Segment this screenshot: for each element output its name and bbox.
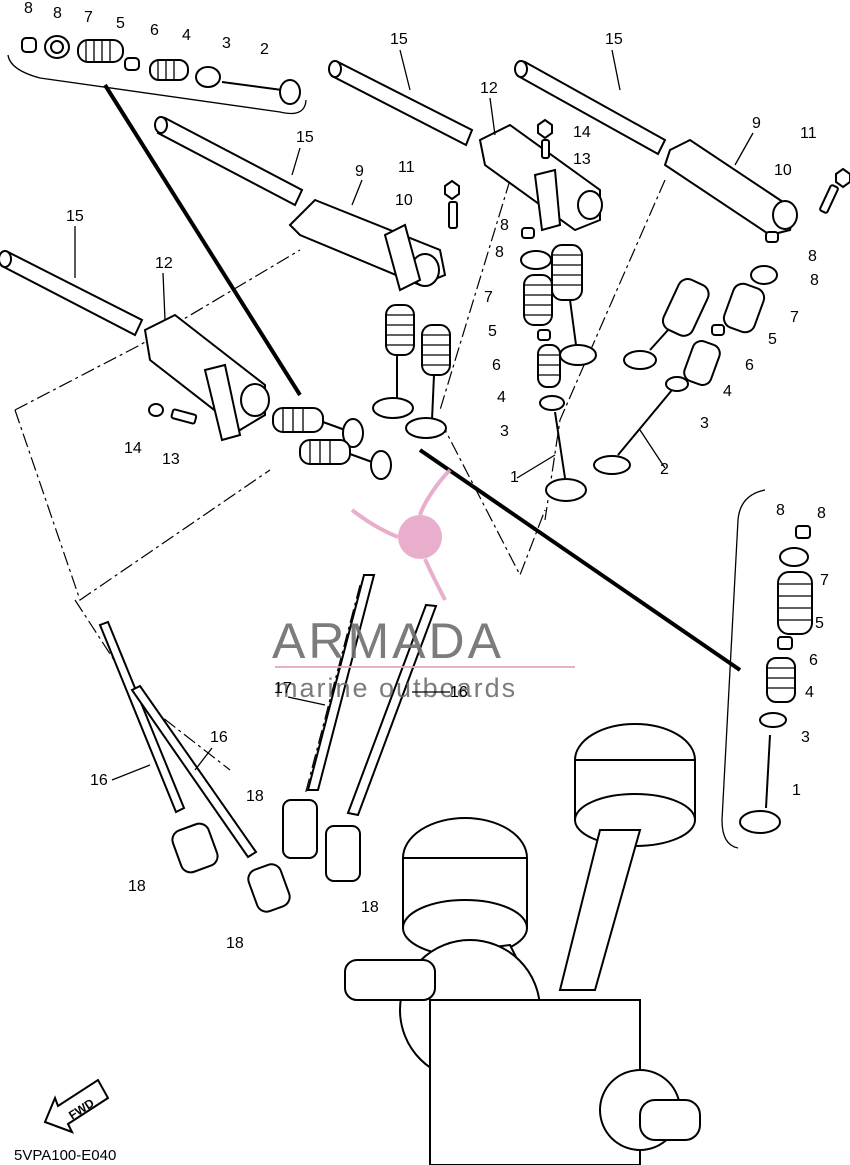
callout-8: 8 <box>776 502 785 519</box>
piston-and-crankshaft <box>344 723 701 1165</box>
callout-18: 18 <box>128 878 146 895</box>
callout-18: 18 <box>361 899 379 916</box>
callout-15: 15 <box>390 31 408 48</box>
watermark-brand: ARMADA <box>272 613 504 669</box>
callout-18: 18 <box>226 935 244 952</box>
callout-8: 8 <box>500 217 509 234</box>
callout-16: 16 <box>90 772 108 789</box>
callout-13: 13 <box>573 151 591 168</box>
alignment-line-left-lower <box>14 409 271 601</box>
pushrods-and-lifters <box>98 574 438 913</box>
callout-5: 5 <box>768 331 777 348</box>
callout-4: 4 <box>497 389 506 406</box>
center-valve-cluster <box>272 304 451 480</box>
callout-12: 12 <box>155 255 173 272</box>
callout-16: 16 <box>450 684 468 701</box>
callout-14: 14 <box>573 124 591 141</box>
callout-8: 8 <box>810 272 819 289</box>
callout-12: 12 <box>480 80 498 97</box>
callout-labels: 8 8 7 5 6 4 3 2 15 15 15 15 12 14 13 9 1… <box>24 0 829 952</box>
callout-10: 10 <box>774 162 792 179</box>
callout-8: 8 <box>24 0 33 17</box>
right-group-bracket <box>721 489 766 849</box>
callout-3: 3 <box>700 415 709 432</box>
callout-9: 9 <box>752 115 761 132</box>
callout-11: 11 <box>800 125 817 142</box>
callout-13: 13 <box>162 451 180 468</box>
leader-thick-left <box>103 83 302 397</box>
callout-7: 7 <box>84 9 93 26</box>
alignment-line-lifter <box>304 584 361 796</box>
callout-4: 4 <box>723 383 732 400</box>
propeller-blade-top <box>418 468 452 516</box>
callout-7: 7 <box>820 572 829 589</box>
callout-10: 10 <box>395 192 413 209</box>
alignment-line-center <box>439 419 546 577</box>
alignment-line-mid <box>439 179 511 411</box>
callout-2: 2 <box>260 41 269 58</box>
propeller-blade-bottom <box>423 558 447 601</box>
top-left-group-bracket <box>7 54 307 115</box>
right-framed-valve-stack <box>739 525 813 834</box>
callout-7: 7 <box>484 289 493 306</box>
callout-8: 8 <box>817 505 826 522</box>
callout-6: 6 <box>492 357 501 374</box>
callout-8: 8 <box>495 244 504 261</box>
top-left-valve-parts <box>21 35 301 105</box>
callout-3: 3 <box>500 423 509 440</box>
callout-6: 6 <box>809 652 818 669</box>
callout-9: 9 <box>355 163 364 180</box>
callout-11: 11 <box>398 159 415 176</box>
rocker-arms <box>143 123 798 442</box>
callout-6: 6 <box>150 22 159 39</box>
upper-right-valve-stack <box>593 231 779 475</box>
callout-6: 6 <box>745 357 754 374</box>
callout-1: 1 <box>510 469 519 486</box>
leader-thick-right <box>418 448 742 672</box>
propeller-blade-left <box>350 508 399 539</box>
callout-15: 15 <box>66 208 84 225</box>
callout-15: 15 <box>296 129 314 146</box>
rocker-shafts <box>0 60 667 337</box>
callout-4: 4 <box>805 684 814 701</box>
watermark-tagline: marine outboards <box>275 673 517 703</box>
callout-4: 4 <box>182 27 191 44</box>
callout-7: 7 <box>790 309 799 326</box>
middle-valve-stack <box>520 227 597 502</box>
callout-1: 1 <box>792 782 801 799</box>
callout-15: 15 <box>605 31 623 48</box>
leader-lines <box>74 49 754 781</box>
part-code: 5VPA100-E040 <box>14 1147 116 1164</box>
callout-14: 14 <box>124 440 142 457</box>
callout-2: 2 <box>660 461 669 478</box>
propeller-hub <box>398 515 442 559</box>
callout-3: 3 <box>222 35 231 52</box>
adjusters <box>148 118 850 425</box>
callout-18: 18 <box>246 788 264 805</box>
callout-5: 5 <box>488 323 497 340</box>
callout-5: 5 <box>815 615 824 632</box>
fwd-arrow: FWD <box>43 1078 110 1134</box>
callout-17: 17 <box>274 680 292 697</box>
callout-8: 8 <box>53 5 62 22</box>
callout-3: 3 <box>801 729 810 746</box>
armada-watermark: ARMADA marine outboards <box>272 468 575 703</box>
callout-16: 16 <box>210 729 228 746</box>
callout-5: 5 <box>116 15 125 32</box>
callout-8: 8 <box>808 248 817 265</box>
